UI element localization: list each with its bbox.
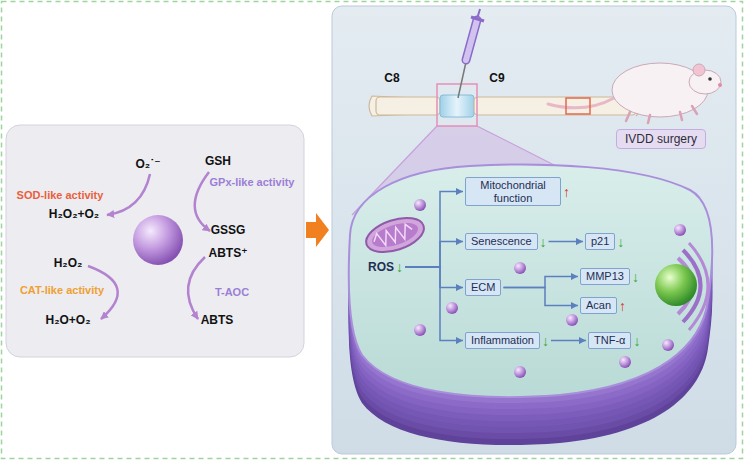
chemical-label: ABTS (201, 314, 234, 328)
process-box: Acan↑ (580, 297, 626, 314)
connector-arrow (551, 340, 586, 342)
connector-arrow (504, 277, 579, 288)
process-box: p21↓ (585, 233, 624, 250)
chemical-label: GSH (205, 155, 231, 169)
node-text: IVDD surgery (616, 129, 706, 149)
chemical-label: H₂O+O₂ (45, 314, 90, 328)
procedure-box: IVDD surgery (616, 129, 706, 149)
node-text: Inflammation (465, 332, 540, 349)
trend-arrow: ↓ (617, 235, 624, 249)
chemical-label: O₂˙⁻ (136, 158, 161, 172)
process-box: TNF-α↓ (588, 332, 640, 349)
node-text: Mitochondrial function (465, 177, 561, 206)
node-text: Acan (580, 297, 617, 314)
process-box: Inflammation↓ (465, 332, 549, 349)
chemical-label: H₂O₂+O₂ (49, 208, 99, 222)
trend-arrow: ↓ (542, 334, 549, 348)
vertebra-label: C9 (489, 72, 504, 86)
trend-arrow: ↓ (633, 334, 640, 348)
vertebra-label: C8 (384, 72, 399, 86)
trend-arrow: ↑ (619, 299, 626, 313)
trend-arrow: ↓ (540, 235, 547, 249)
process-box: ECM (465, 279, 501, 296)
connector-arrow (405, 267, 463, 288)
process-box: Mitochondrial function↑ (465, 177, 570, 206)
chemical-label: ABTS⁺ (209, 247, 248, 261)
node-text: MMP13 (580, 268, 630, 285)
process-box: MMP13↓ (580, 268, 639, 285)
activity-label: SOD-like activity (17, 189, 104, 202)
connector-arrow (549, 241, 584, 243)
molecule-node: ROS↓ (368, 260, 403, 274)
chemical-label: GSSG (211, 224, 246, 238)
trend-arrow: ↓ (396, 260, 403, 274)
connector-arrow (405, 192, 463, 267)
node-text: ROS (368, 260, 394, 274)
node-text: TNF-α (588, 332, 631, 349)
activity-label: CAT-like activity (20, 284, 104, 297)
node-text: p21 (585, 233, 615, 250)
node-text: ECM (465, 279, 501, 296)
connector-arrow (504, 288, 579, 306)
node-text: Senescence (465, 233, 538, 250)
activity-label: GPx-like activity (210, 176, 295, 189)
process-box: Senescence↓ (465, 233, 547, 250)
trend-arrow: ↓ (632, 270, 639, 284)
activity-label: T-AOC (215, 286, 249, 299)
trend-arrow: ↑ (563, 185, 570, 199)
chemical-label: H₂O₂ (54, 257, 83, 271)
connector-arrow (405, 267, 463, 341)
connector-arrow (405, 242, 463, 267)
